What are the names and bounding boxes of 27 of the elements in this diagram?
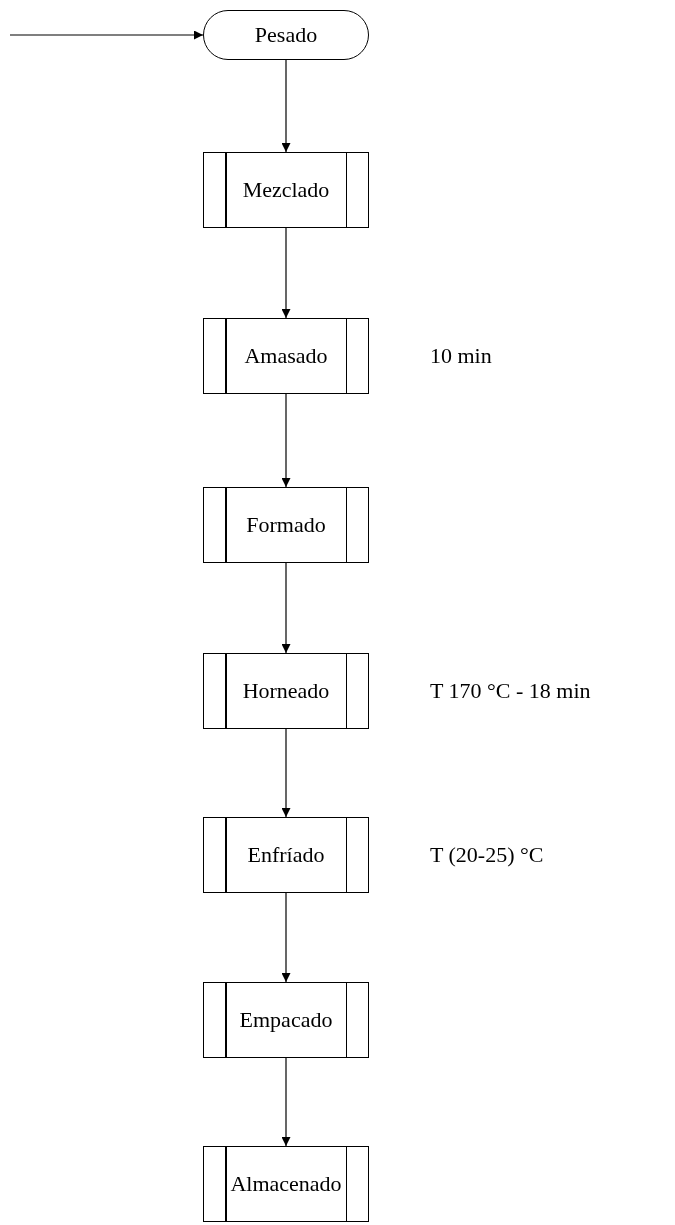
step-label: Empacado — [239, 1007, 333, 1033]
condition-note: 10 min — [430, 343, 492, 369]
process-box — [203, 817, 369, 893]
process-box — [203, 982, 369, 1058]
condition-note: T 170 °C - 18 min — [430, 678, 591, 704]
step-label: Mezclado — [242, 177, 330, 203]
arrow — [281, 1057, 291, 1147]
step-label: Almacenado — [230, 1171, 342, 1197]
arrow — [281, 728, 291, 818]
arrow — [281, 393, 291, 488]
process-box — [203, 152, 369, 228]
arrow — [281, 59, 291, 153]
process-box — [203, 318, 369, 394]
terminal-box — [203, 10, 369, 60]
step-label: Formado — [246, 512, 326, 538]
process-box — [203, 487, 369, 563]
condition-note: T (20-25) °C — [430, 842, 544, 868]
process-box — [203, 1146, 369, 1222]
arrow — [281, 562, 291, 654]
arrow — [281, 892, 291, 983]
step-label: Amasado — [244, 343, 328, 369]
step-label: Horneado — [242, 678, 330, 704]
step-label: Enfríado — [247, 842, 325, 868]
process-box — [203, 653, 369, 729]
arrow — [281, 227, 291, 319]
arrow — [9, 30, 204, 40]
step-label: Pesado — [254, 22, 318, 48]
